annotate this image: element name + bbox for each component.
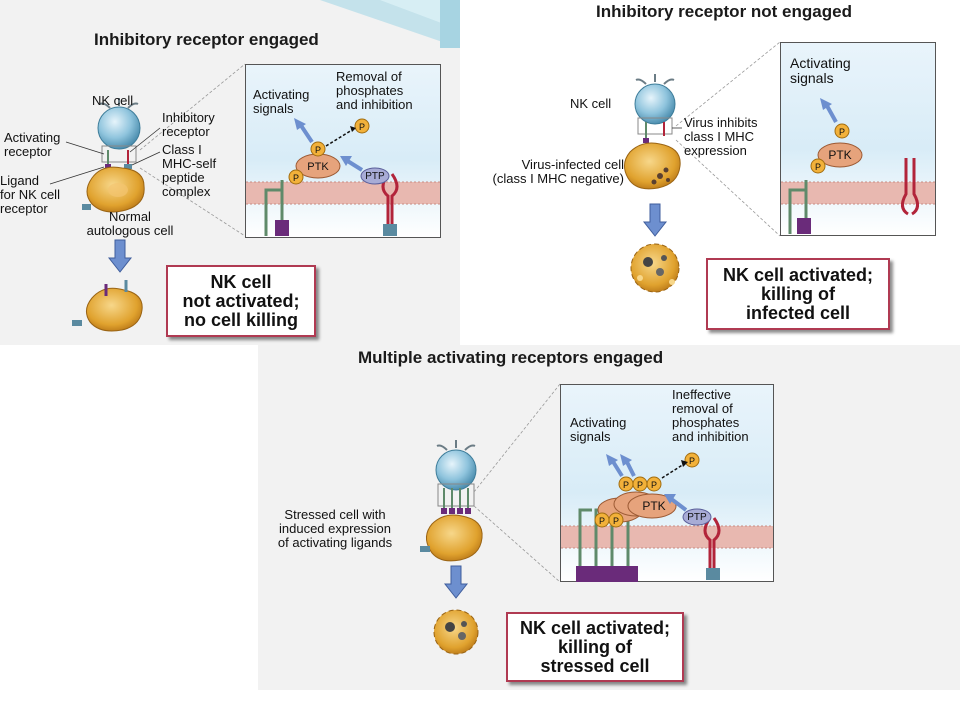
ptp-label-1: PTP: [365, 171, 385, 182]
label-normal-cell: Normal autologous cell: [86, 209, 174, 238]
nk-cell-icon-3: [435, 440, 477, 491]
label-activating-signals-2: Activating signals: [790, 55, 851, 86]
normal-cell-result-icon: [86, 287, 143, 332]
label-activating-signals-1: Activating signals: [253, 87, 310, 116]
label-nk-cell-2: NK cell: [570, 96, 612, 111]
label-ligand: Ligand for NK cell receptor: [0, 173, 60, 216]
ptp-label-3: PTP: [687, 512, 707, 523]
label-nk-cell-1: NK cell: [92, 93, 134, 108]
label-activating-receptor: Activating receptor: [4, 130, 61, 159]
panel-1-title: Inhibitory receptor engaged: [94, 30, 319, 49]
label-virus-inhibits: Virus inhibits class I MHC expression: [684, 115, 758, 158]
panel-2-title: Inhibitory receptor not engaged: [596, 2, 852, 21]
label-activating-signals-3: Activating signals: [570, 415, 627, 444]
phosphate-label-3b: P: [636, 480, 643, 490]
phosphate-label-3d: P: [688, 456, 695, 466]
label-removal-phosphates: Removal of phosphates and inhibition: [336, 69, 413, 112]
label-stressed-cell: Stressed cell with induced expression of…: [277, 507, 393, 550]
ptk-label-3: PTK: [642, 499, 666, 513]
phosphate-label-2a: P: [814, 162, 821, 172]
phosphate-label-3a: P: [622, 480, 629, 490]
label-class-i-mhc: Class I MHC-self peptide complex: [162, 142, 217, 199]
ptk-label-2: PTK: [828, 148, 852, 162]
ptk-label-1: PTK: [307, 161, 329, 173]
nk-cell-icon-2: [634, 74, 676, 125]
label-inhibitory-receptor: Inhibitory receptor: [162, 110, 215, 139]
killed-stressed-cell-icon: [433, 609, 479, 655]
outcome-box-infected-killing: NK cell activated; killing of infected c…: [706, 258, 890, 330]
panel-3-title: Multiple activating receptors engaged: [358, 348, 664, 367]
phosphate-label-1c: P: [358, 122, 365, 132]
panel-1-zoom-box: [245, 64, 441, 238]
label-ineffective-removal: Ineffective removal of phosphates and in…: [672, 387, 749, 444]
nk-cell-icon-1: [97, 98, 141, 150]
phosphate-label-3c: P: [650, 480, 657, 490]
outcome-box-not-activated: NK cell not activated; no cell killing: [166, 265, 316, 337]
killed-infected-cell-icon: [630, 243, 680, 293]
phosphate-label-2b: P: [838, 127, 845, 137]
outcome-box-stressed-killing: NK cell activated; killing of stressed c…: [506, 612, 684, 682]
phosphate-label-1b: P: [314, 145, 321, 155]
phosphate-label-3f: P: [612, 516, 619, 526]
label-virus-infected-cell: Virus-infected cell (class I MHC negativ…: [492, 157, 624, 186]
virus-infected-cell-icon: [624, 142, 681, 190]
phosphate-label-3e: P: [598, 516, 605, 526]
phosphate-label-1a: P: [292, 173, 299, 183]
